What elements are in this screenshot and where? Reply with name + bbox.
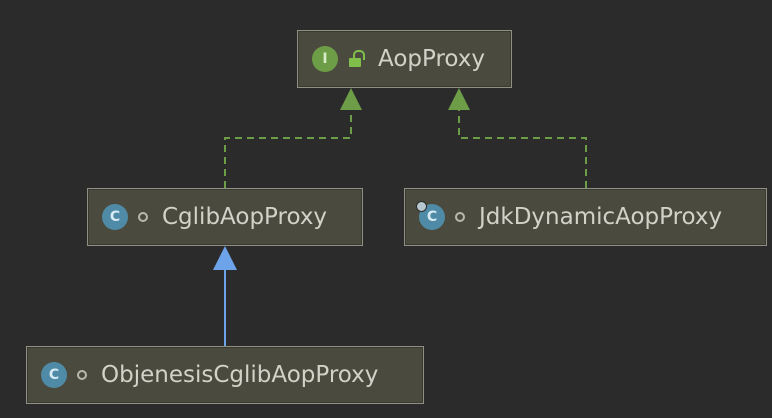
edge-objenesis-extends-cglib bbox=[213, 246, 237, 346]
edge-cglib-implements-aopproxy bbox=[224, 88, 362, 188]
final-marker-icon bbox=[416, 201, 427, 212]
node-label: CglibAopProxy bbox=[162, 204, 328, 230]
package-private-icon bbox=[455, 212, 465, 222]
class-icon: C bbox=[41, 362, 67, 388]
node-label: ObjenesisCglibAopProxy bbox=[101, 362, 379, 388]
class-icon: C bbox=[102, 204, 128, 230]
node-aop-proxy[interactable]: I AopProxy bbox=[297, 30, 512, 88]
edge-jdk-implements-aopproxy bbox=[448, 88, 587, 188]
arrowhead-triangle bbox=[213, 246, 237, 270]
arrowhead-triangle bbox=[448, 88, 470, 110]
unlocked-icon bbox=[348, 49, 365, 69]
node-jdk-dynamic-aop-proxy[interactable]: C JdkDynamicAopProxy bbox=[404, 188, 767, 246]
node-label: AopProxy bbox=[378, 46, 486, 72]
interface-icon: I bbox=[312, 46, 338, 72]
node-label: JdkDynamicAopProxy bbox=[479, 204, 723, 230]
package-private-icon bbox=[138, 212, 148, 222]
edge-line bbox=[458, 108, 587, 188]
package-private-icon bbox=[77, 370, 87, 380]
edge-line bbox=[224, 108, 352, 188]
node-objenesis-cglib-aop-proxy[interactable]: C ObjenesisCglibAopProxy bbox=[26, 346, 424, 404]
node-cglib-aop-proxy[interactable]: C CglibAopProxy bbox=[87, 188, 363, 246]
final-class-icon: C bbox=[416, 201, 445, 230]
badge-letter: C bbox=[426, 209, 438, 225]
arrowhead-triangle bbox=[340, 88, 362, 110]
